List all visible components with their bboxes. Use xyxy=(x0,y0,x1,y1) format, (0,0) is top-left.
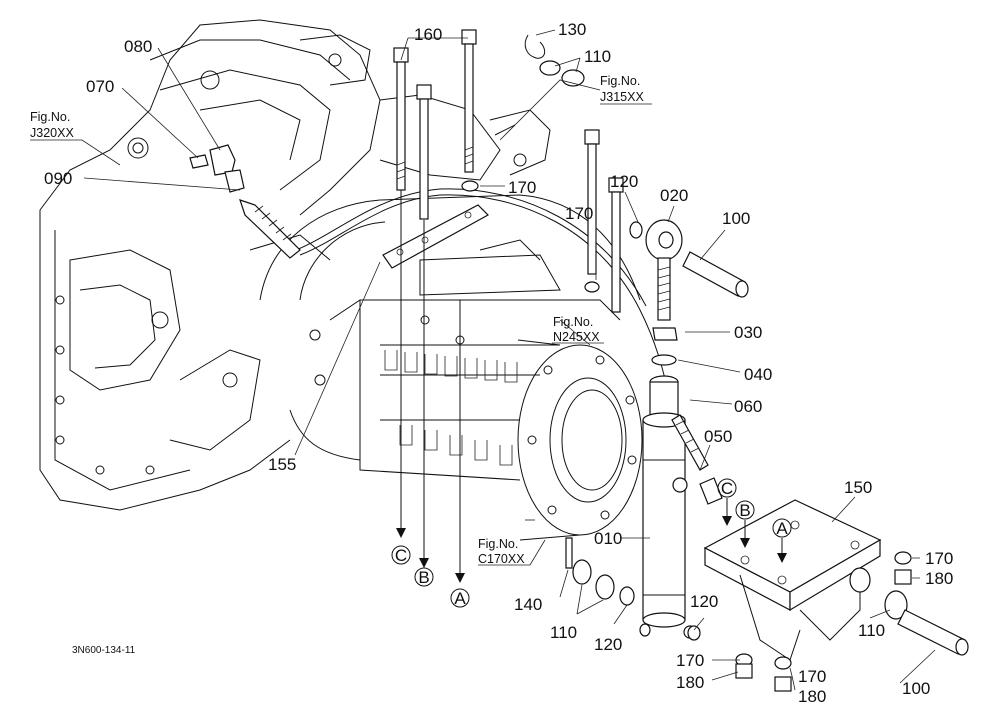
retainer-plate-155 xyxy=(382,180,489,269)
svg-text:J320XX: J320XX xyxy=(30,126,74,140)
label-060: 060 xyxy=(734,397,762,416)
label-100-bottom: 100 xyxy=(902,679,930,698)
label-170-bl: 170 xyxy=(676,651,704,670)
svg-text:Fig.No.: Fig.No. xyxy=(478,537,518,551)
label-010: 010 xyxy=(594,529,622,548)
svg-text:A: A xyxy=(776,519,788,538)
label-110-left: 110 xyxy=(550,623,577,642)
figure-reference-j315: Fig.No. J315XX xyxy=(600,74,644,104)
figure-reference-c170: Fig.No. C170XX xyxy=(478,537,525,566)
figure-reference-j320: Fig.No. J320XX xyxy=(30,110,74,140)
label-150: 150 xyxy=(844,478,872,497)
label-070: 070 xyxy=(86,77,114,96)
svg-text:C170XX: C170XX xyxy=(478,552,525,566)
washers-and-nuts xyxy=(524,34,969,692)
transmission-housing xyxy=(39,19,643,541)
svg-text:B: B xyxy=(418,568,429,587)
label-170-right: 170 xyxy=(925,549,953,568)
hydraulic-hose-route xyxy=(295,188,671,401)
label-180-bm: 180 xyxy=(798,687,826,706)
label-100-top: 100 xyxy=(722,209,750,228)
label-170-bolt: 170 xyxy=(565,204,593,223)
svg-text:C: C xyxy=(395,546,407,565)
label-110-top: 110 xyxy=(584,47,611,66)
marker-b-left: B xyxy=(414,567,434,587)
cylinder-hardware xyxy=(584,129,749,366)
svg-text:Fig.No.: Fig.No. xyxy=(553,315,593,329)
label-120-cyl: 120 xyxy=(690,592,718,611)
leader-lines xyxy=(30,29,936,691)
label-030: 030 xyxy=(734,323,762,342)
label-170-plate: 170 xyxy=(508,178,536,197)
marker-a-right: A xyxy=(772,518,792,538)
marker-c-left: C xyxy=(391,545,411,565)
svg-text:B: B xyxy=(739,501,750,520)
assembly-arrows xyxy=(396,190,787,583)
label-090: 090 xyxy=(44,169,72,188)
mounting-bracket-150 xyxy=(703,499,882,661)
label-180-right: 180 xyxy=(925,569,953,588)
svg-text:C: C xyxy=(721,479,733,498)
svg-text:A: A xyxy=(454,589,466,608)
label-020: 020 xyxy=(660,186,688,205)
label-170-bm: 170 xyxy=(798,667,826,686)
drawing-code: 3N600-134-11 xyxy=(72,645,136,656)
svg-text:J315XX: J315XX xyxy=(600,90,644,104)
label-050: 050 xyxy=(704,427,732,446)
label-130: 130 xyxy=(558,20,586,39)
marker-b-right: B xyxy=(735,500,755,520)
bolts-160 xyxy=(393,29,477,220)
label-080: 080 xyxy=(124,37,152,56)
figure-reference-n245: Fig.No. N245XX xyxy=(553,315,600,344)
label-110-right: 110 xyxy=(858,621,885,640)
hydraulic-cylinder-010 xyxy=(639,375,723,639)
marker-a-left: A xyxy=(450,588,470,608)
label-120-bottom: 120 xyxy=(594,635,622,654)
svg-text:Fig.No.: Fig.No. xyxy=(30,110,70,124)
label-155: 155 xyxy=(268,455,296,474)
fitting-assembly xyxy=(189,144,301,259)
label-120-top: 120 xyxy=(610,172,638,191)
label-180-bl: 180 xyxy=(676,673,704,692)
marker-c-right: C xyxy=(717,478,737,498)
label-040: 040 xyxy=(744,365,772,384)
svg-text:N245XX: N245XX xyxy=(553,330,600,344)
label-140: 140 xyxy=(514,595,542,614)
reference-markers: C B A C B A xyxy=(391,478,792,608)
svg-text:Fig.No.: Fig.No. xyxy=(600,74,640,88)
part-labels: 080 070 090 160 130 110 170 170 120 020 … xyxy=(44,20,953,706)
label-160: 160 xyxy=(414,25,442,44)
